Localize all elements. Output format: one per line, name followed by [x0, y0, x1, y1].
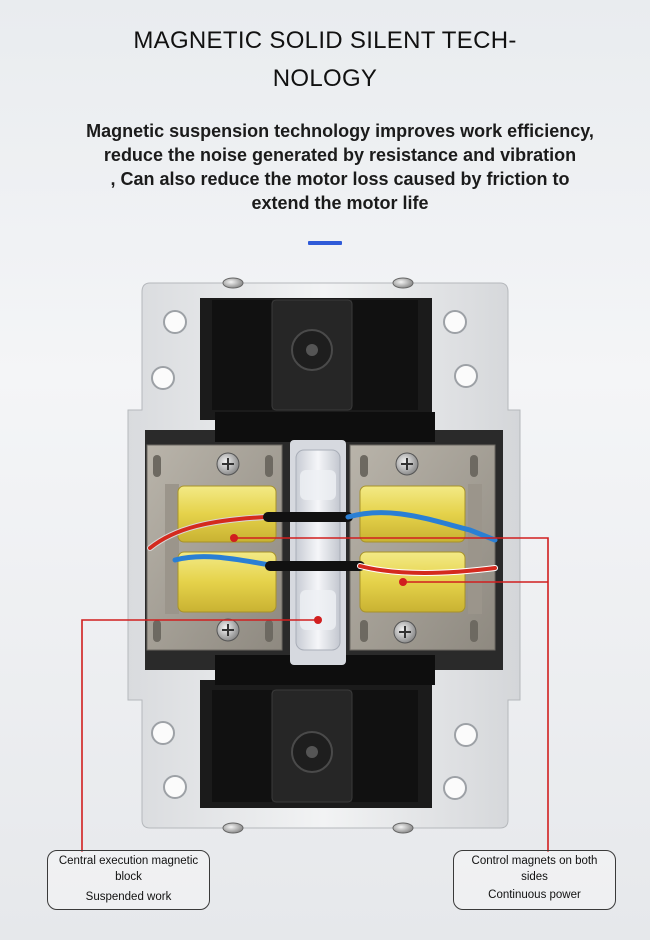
callout-leaders: [81, 537, 549, 852]
description-line-3: , Can also reduce the motor loss caused …: [110, 169, 570, 189]
mounting-hole: [151, 721, 175, 745]
description-line-2: reduce the noise generated by resistance…: [103, 145, 577, 165]
callout-left-line-1: Central execution magnetic: [58, 855, 199, 867]
callout-central-magnetic-block: Central execution magnetic block Suspend…: [47, 850, 210, 910]
callout-left-line-2: block: [115, 871, 142, 883]
mounting-hole: [443, 310, 467, 334]
callout-marker: [314, 616, 322, 624]
wires: [147, 510, 498, 576]
mounting-hole: [151, 366, 175, 390]
title-line-2: NOLOGY: [272, 65, 378, 92]
description-line-4: extend the motor life: [251, 193, 429, 213]
title-line-1: MAGNETIC SOLID SILENT TECH-: [133, 27, 517, 54]
mounting-hole: [443, 776, 467, 800]
mounting-hole: [454, 364, 478, 388]
callout-control-magnets: Control magnets on both sides Continuous…: [453, 850, 616, 910]
callout-marker: [230, 534, 238, 542]
callout-right-line-1: Control magnets on both: [471, 855, 598, 867]
callout-left-line-3: Suspended work: [85, 891, 172, 903]
mounting-hole: [163, 775, 187, 799]
left-coil: [165, 484, 277, 614]
accent-divider: [308, 241, 342, 245]
mounting-hole: [163, 310, 187, 334]
callout-marker: [399, 578, 407, 586]
mounting-hole: [454, 723, 478, 747]
description-line-1: Magnetic suspension technology improves …: [86, 121, 594, 141]
screw-heads: [216, 452, 419, 644]
central-magnetic-block: [290, 440, 346, 665]
callout-right-line-3: Continuous power: [488, 889, 581, 901]
callout-right-line-2: sides: [521, 871, 548, 883]
